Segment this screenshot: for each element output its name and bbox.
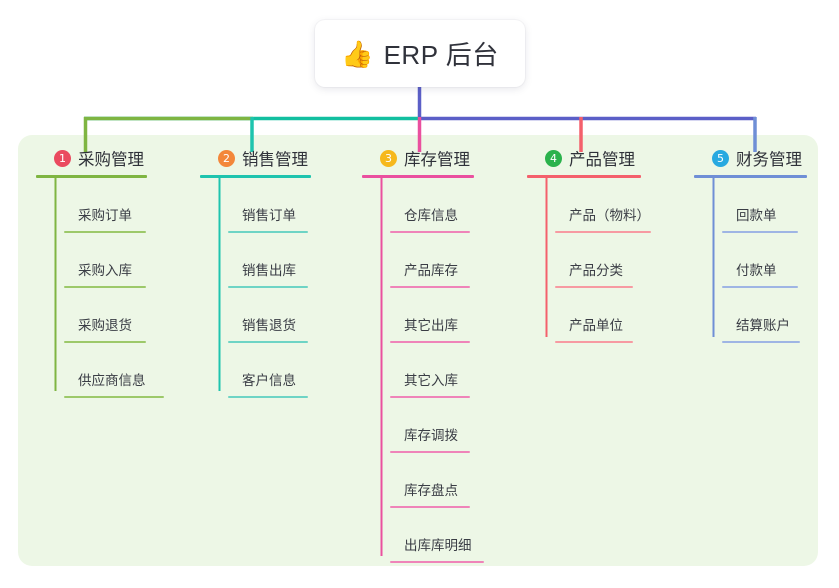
leaf-item[interactable]: 结算账户 xyxy=(722,288,807,343)
leaf-list-1: 采购订单 采购入库 采购退货 供应商信息 xyxy=(36,178,164,398)
leaf-underline xyxy=(228,231,308,233)
leaf-underline xyxy=(722,231,798,233)
leaf-underline xyxy=(228,286,308,288)
leaf-label: 库存盘点 xyxy=(404,483,458,498)
leaf-list-5: 回款单 付款单 结算账户 xyxy=(694,178,807,343)
branch-column-1: 1 采购管理 采购订单 采购入库 采购退货 供应商信息 xyxy=(36,146,164,398)
branch-underline-4 xyxy=(527,175,641,178)
leaf-item[interactable]: 采购入库 xyxy=(64,233,147,288)
leaf-item[interactable]: 采购订单 xyxy=(64,178,147,233)
leaf-underline xyxy=(722,341,800,343)
leaf-label: 采购入库 xyxy=(78,263,132,278)
leaf-label: 采购订单 xyxy=(78,208,132,223)
leaf-item[interactable]: 产品单位 xyxy=(555,288,641,343)
leaf-underline xyxy=(64,396,164,398)
leaf-underline xyxy=(390,451,470,453)
leaf-underline xyxy=(228,396,308,398)
branch-title-4: 产品管理 xyxy=(569,151,635,169)
leaf-item[interactable]: 客户信息 xyxy=(228,343,311,398)
branch-badge-4: 4 xyxy=(545,149,562,167)
leaf-underline xyxy=(722,286,798,288)
branch-header-2[interactable]: 2 销售管理 xyxy=(200,146,311,170)
leaf-item[interactable]: 库存盘点 xyxy=(390,453,474,508)
branch-header-4[interactable]: 4 产品管理 xyxy=(527,146,641,170)
branch-column-3: 3 库存管理 仓库信息 产品库存 其它出库 其它入库 库存调拨 xyxy=(362,146,484,563)
leaf-underline xyxy=(390,231,470,233)
branch-title-3: 库存管理 xyxy=(404,151,470,169)
leaf-underline xyxy=(64,231,146,233)
branch-title-2: 销售管理 xyxy=(242,151,308,169)
leaf-label: 仓库信息 xyxy=(404,208,458,223)
leaf-label: 产品分类 xyxy=(569,263,623,278)
leaf-item[interactable]: 销售订单 xyxy=(228,178,311,233)
root-node-label: ERP 后台 xyxy=(383,40,499,70)
branch-background-panel xyxy=(18,135,818,566)
leaf-item[interactable]: 仓库信息 xyxy=(390,178,474,233)
leaf-label: 产品库存 xyxy=(404,263,458,278)
leaf-label: 客户信息 xyxy=(242,373,296,388)
leaf-label: 付款单 xyxy=(736,263,777,278)
leaf-underline xyxy=(390,561,484,563)
leaf-item[interactable]: 供应商信息 xyxy=(64,343,164,398)
leaf-label: 出库库明细 xyxy=(404,538,472,553)
branch-column-5: 5 财务管理 回款单 付款单 结算账户 xyxy=(694,146,807,343)
root-node[interactable]: 👍 ERP 后台 xyxy=(315,20,525,87)
leaf-underline xyxy=(390,341,470,343)
branch-column-4: 4 产品管理 产品（物料） 产品分类 产品单位 xyxy=(527,146,651,343)
leaf-underline xyxy=(555,231,651,233)
leaf-underline xyxy=(390,396,470,398)
leaf-label: 采购退货 xyxy=(78,318,132,333)
leaf-label: 产品（物料） xyxy=(569,208,650,223)
leaf-item[interactable]: 销售退货 xyxy=(228,288,311,343)
branch-underline-1 xyxy=(36,175,147,178)
leaf-list-3: 仓库信息 产品库存 其它出库 其它入库 库存调拨 库存盘点 xyxy=(362,178,484,563)
leaf-item[interactable]: 产品（物料） xyxy=(555,178,651,233)
leaf-item[interactable]: 出库库明细 xyxy=(390,508,484,563)
leaf-list-4: 产品（物料） 产品分类 产品单位 xyxy=(527,178,651,343)
branch-header-3[interactable]: 3 库存管理 xyxy=(362,146,474,170)
leaf-underline xyxy=(64,286,146,288)
branch-underline-5 xyxy=(694,175,807,178)
branch-badge-2: 2 xyxy=(218,149,235,167)
leaf-item[interactable]: 销售出库 xyxy=(228,233,311,288)
leaf-label: 库存调拨 xyxy=(404,428,458,443)
leaf-item[interactable]: 库存调拨 xyxy=(390,398,474,453)
leaf-label: 结算账户 xyxy=(736,318,790,333)
branch-badge-5: 5 xyxy=(712,149,729,167)
leaf-label: 销售订单 xyxy=(242,208,296,223)
leaf-underline xyxy=(64,341,146,343)
branch-underline-2 xyxy=(200,175,311,178)
leaf-list-2: 销售订单 销售出库 销售退货 客户信息 xyxy=(200,178,311,398)
leaf-label: 产品单位 xyxy=(569,318,623,333)
leaf-underline xyxy=(228,341,308,343)
leaf-item[interactable]: 付款单 xyxy=(722,233,807,288)
leaf-item[interactable]: 产品库存 xyxy=(390,233,474,288)
leaf-label: 其它出库 xyxy=(404,318,458,333)
leaf-underline xyxy=(390,506,470,508)
thumbs-up-icon: 👍 xyxy=(341,38,374,69)
leaf-underline xyxy=(390,286,470,288)
branch-header-5[interactable]: 5 财务管理 xyxy=(694,146,807,170)
branch-header-1[interactable]: 1 采购管理 xyxy=(36,146,147,170)
leaf-item[interactable]: 回款单 xyxy=(722,178,807,233)
leaf-label: 供应商信息 xyxy=(78,373,146,388)
leaf-label: 销售退货 xyxy=(242,318,296,333)
leaf-underline xyxy=(555,286,633,288)
leaf-label: 回款单 xyxy=(736,208,777,223)
branch-column-2: 2 销售管理 销售订单 销售出库 销售退货 客户信息 xyxy=(200,146,311,398)
leaf-item[interactable]: 采购退货 xyxy=(64,288,147,343)
leaf-label: 其它入库 xyxy=(404,373,458,388)
branch-underline-3 xyxy=(362,175,474,178)
leaf-underline xyxy=(555,341,633,343)
branch-badge-3: 3 xyxy=(380,149,397,167)
branch-badge-1: 1 xyxy=(54,149,71,167)
leaf-item[interactable]: 其它出库 xyxy=(390,288,474,343)
branch-title-1: 采购管理 xyxy=(78,151,144,169)
leaf-label: 销售出库 xyxy=(242,263,296,278)
leaf-item[interactable]: 产品分类 xyxy=(555,233,641,288)
leaf-item[interactable]: 其它入库 xyxy=(390,343,474,398)
branch-title-5: 财务管理 xyxy=(736,151,802,169)
